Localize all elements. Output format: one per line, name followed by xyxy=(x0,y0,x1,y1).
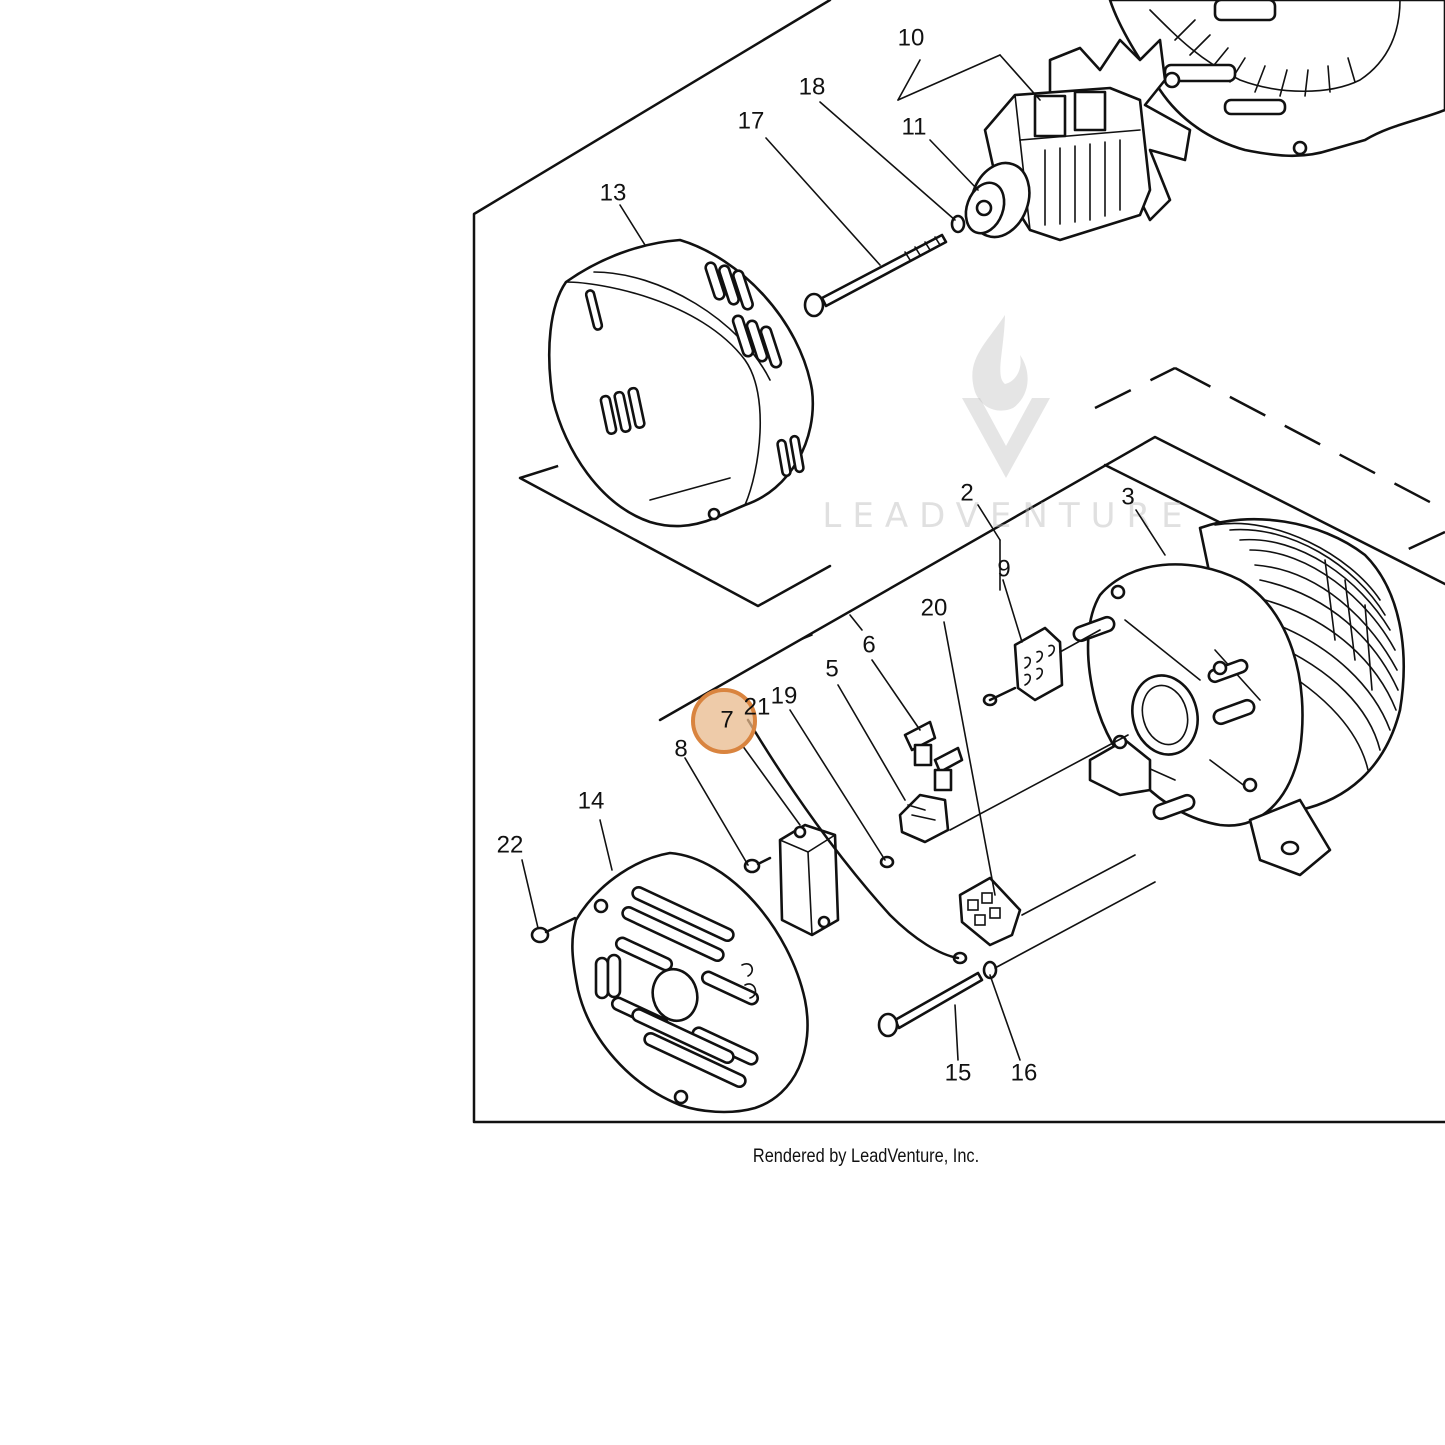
screw-8 xyxy=(743,856,772,874)
stator-housing-3 xyxy=(1072,517,1405,877)
callout-18[interactable]: 18 xyxy=(799,73,826,100)
callout-2[interactable]: 2 xyxy=(960,479,973,506)
callout-5[interactable]: 5 xyxy=(825,655,838,682)
end-cover-vent-slots xyxy=(594,885,760,1089)
through-bolt-17 xyxy=(803,233,948,318)
callout-7[interactable]: 7 xyxy=(720,706,733,733)
callout-11[interactable]: 11 xyxy=(902,113,927,140)
rotor-assembly xyxy=(964,38,1192,242)
flame-logo-icon xyxy=(972,315,1028,411)
assembly-outlines xyxy=(518,366,1445,722)
through-bolt-15 xyxy=(877,971,984,1038)
rectifier-20 xyxy=(952,876,1022,965)
callout-labels: 2 3 5 6 7 8 9 10 11 13 14 15 16 17 18 19… xyxy=(497,24,1135,1086)
v-logo-icon xyxy=(962,398,1050,478)
callout-9[interactable]: 9 xyxy=(997,555,1010,582)
end-cover-14 xyxy=(571,851,809,1114)
callout-20[interactable]: 20 xyxy=(921,594,948,621)
regulator-7 xyxy=(778,823,840,937)
callout-22[interactable]: 22 xyxy=(497,831,524,858)
brush-holder-5 xyxy=(879,793,950,869)
diagram-frame xyxy=(472,0,1445,1124)
render-credit: Rendered by LeadVenture, Inc. xyxy=(752,1146,980,1167)
screw-22 xyxy=(530,916,577,944)
leader-lines xyxy=(521,54,1166,1061)
callout-15[interactable]: 15 xyxy=(945,1059,972,1086)
callout-10[interactable]: 10 xyxy=(898,24,925,51)
lead-wire-21 xyxy=(746,718,960,960)
callout-13[interactable]: 13 xyxy=(600,179,627,206)
watermark-text: LEADVENTURE xyxy=(822,496,1193,536)
callout-16[interactable]: 16 xyxy=(1011,1059,1038,1086)
callout-21[interactable]: 21 xyxy=(744,693,771,720)
brush-holder-6 xyxy=(903,720,964,792)
callout-6[interactable]: 6 xyxy=(862,631,875,658)
alternator-top-part xyxy=(1108,0,1445,158)
terminal-block-9 xyxy=(982,626,1064,707)
callout-19[interactable]: 19 xyxy=(771,682,798,709)
cover-band-13 xyxy=(547,238,815,528)
callout-3[interactable]: 3 xyxy=(1121,483,1134,510)
cover-band-vent-slots xyxy=(584,261,805,478)
highlight-marker xyxy=(691,688,757,754)
callout-8[interactable]: 8 xyxy=(674,735,687,762)
callout-17[interactable]: 17 xyxy=(738,107,765,134)
leadventure-watermark: LEADVENTURE xyxy=(822,315,1193,536)
callout-14[interactable]: 14 xyxy=(578,787,605,814)
washer-16 xyxy=(982,960,998,980)
